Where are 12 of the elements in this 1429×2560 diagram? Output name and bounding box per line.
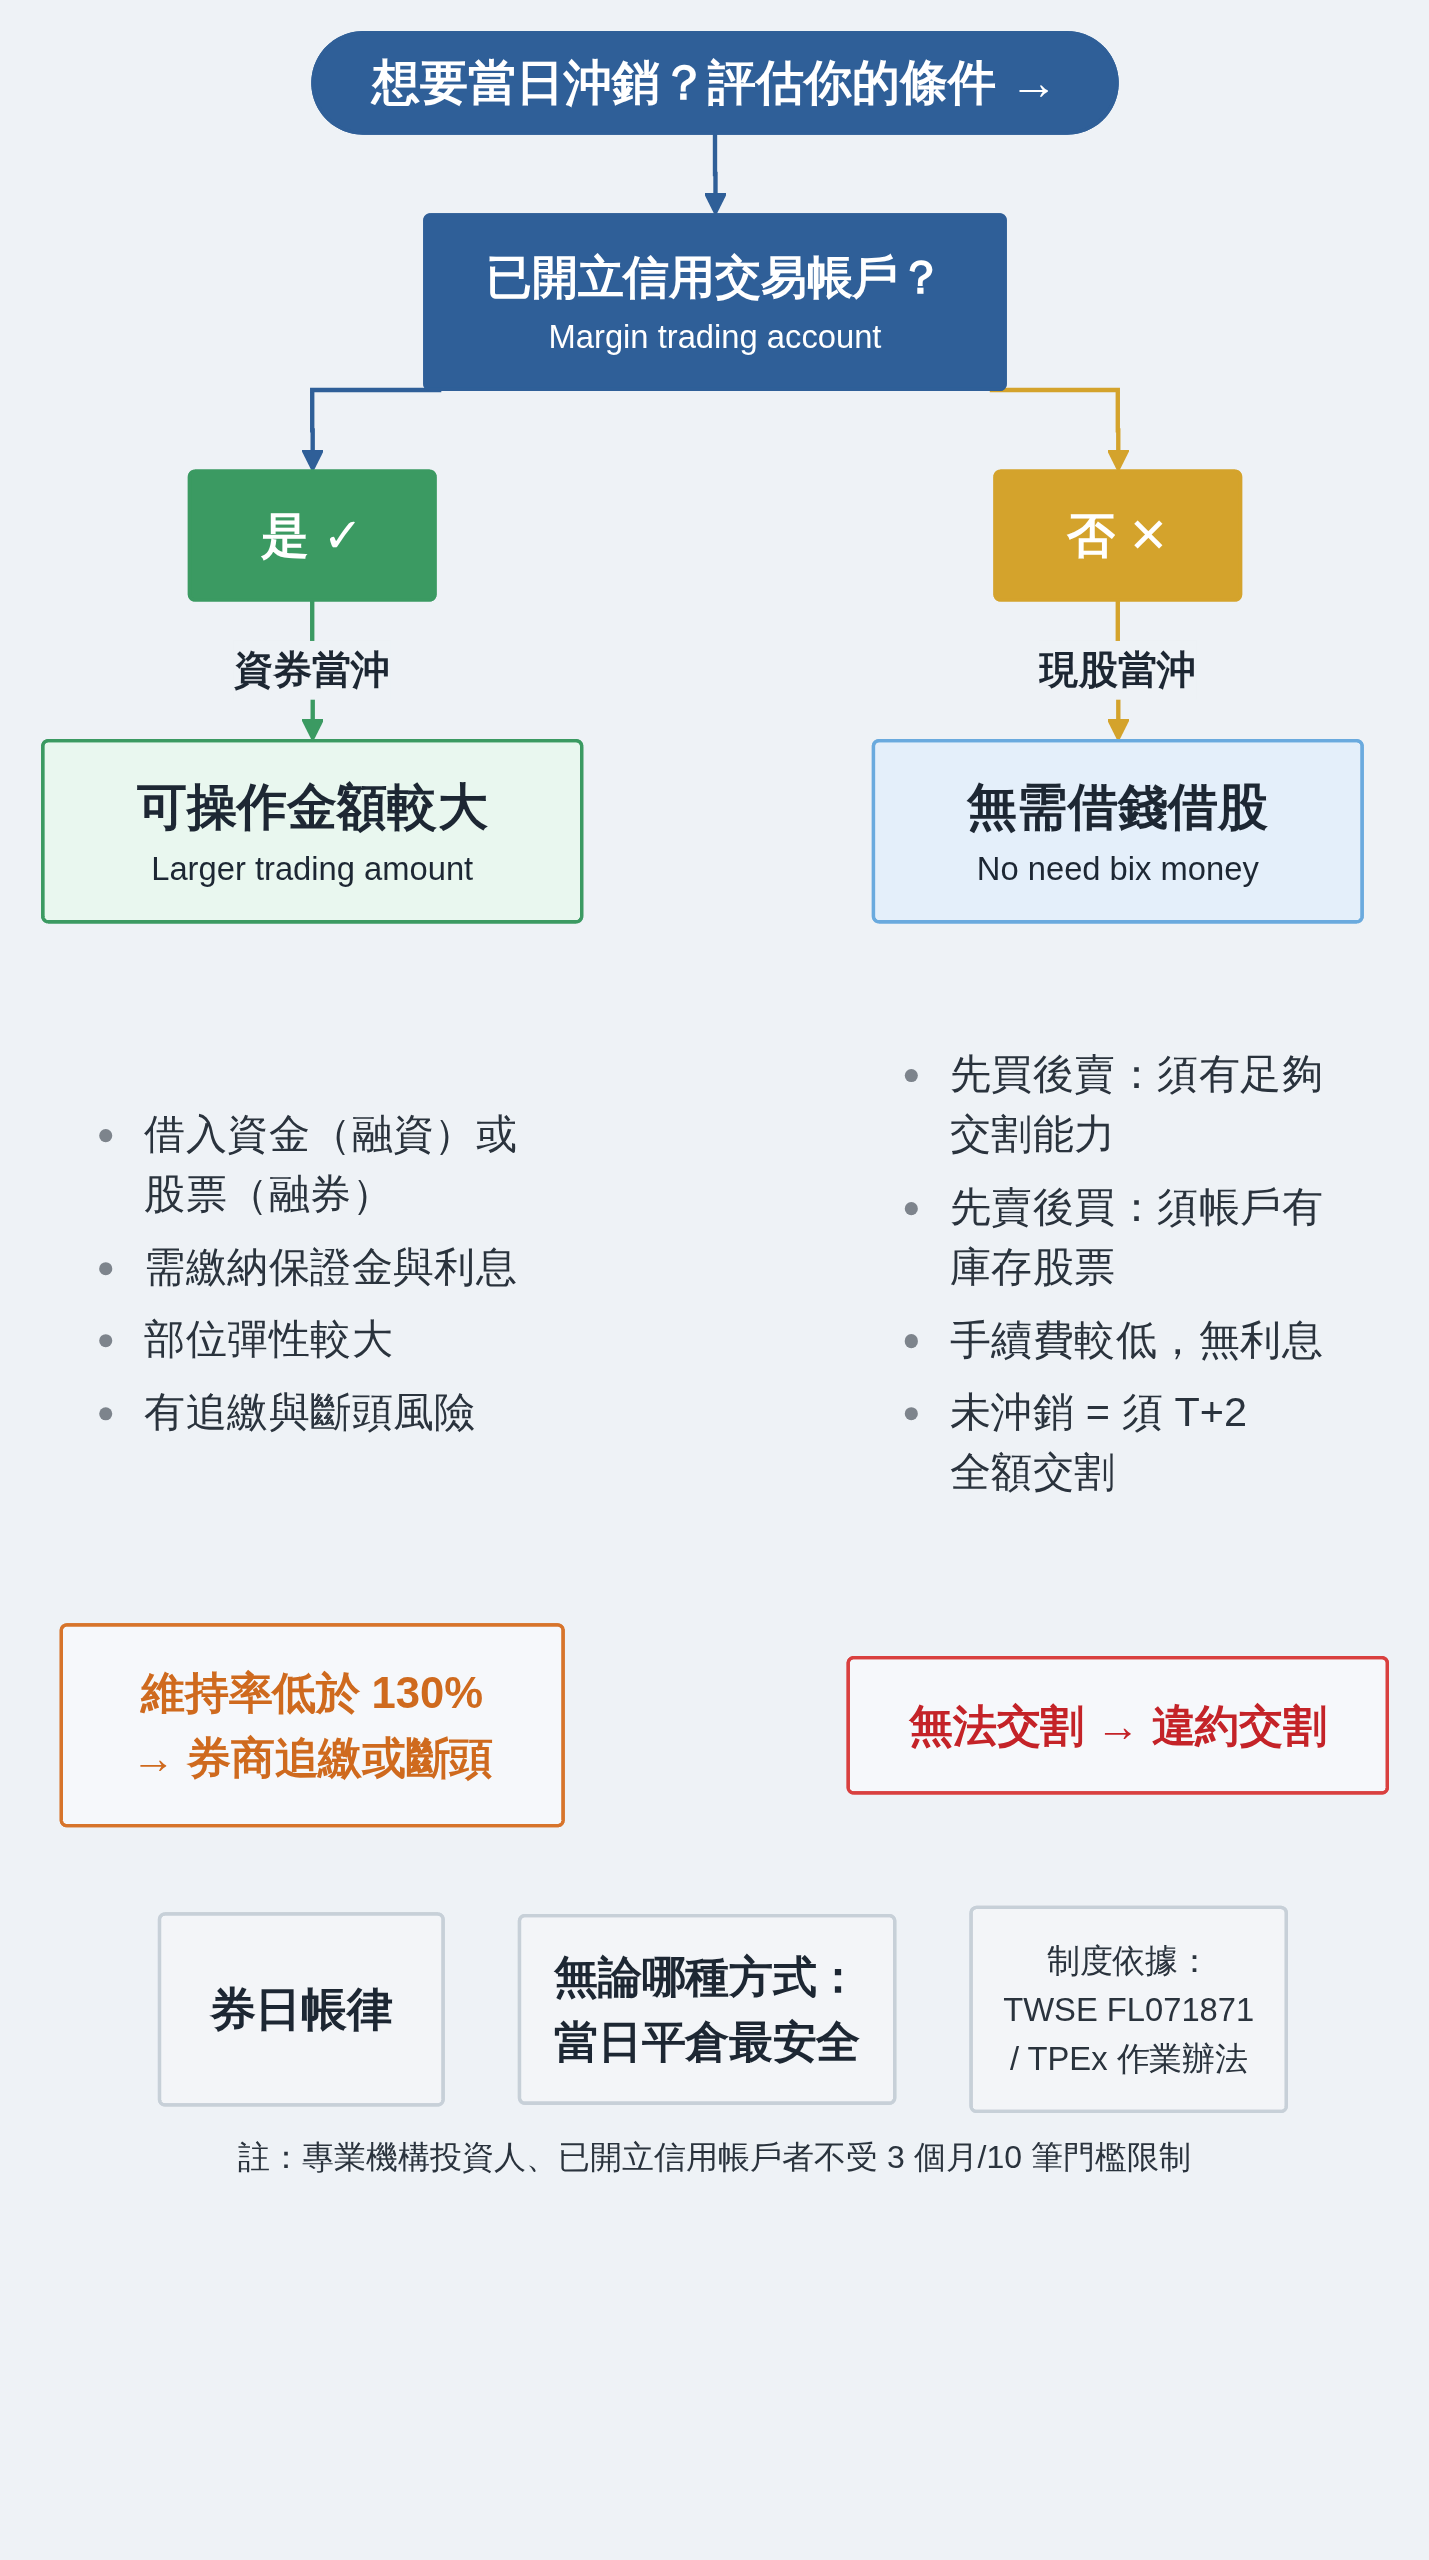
bullet-item: 部位彈性較大 [89,1309,534,1370]
bullet-item: 手續費較低，無利息 [895,1309,1340,1370]
bullet-item: 借入資金（融資）或股票（融券） [89,1104,534,1225]
arrow [989,387,1130,472]
bullet-item: 有追繳與斷頭風險 [89,1382,534,1443]
bullet-item: 需繳納保證金與利息 [89,1237,534,1298]
bullet-item: 先賣後買：須帳戶有庫存股票 [895,1177,1340,1298]
bullet-item: 未沖銷 = 須 T+2 全額交割 [895,1382,1340,1503]
footnote: 註：專業機構投資人、已開立信用帳戶者不受 3 個月/10 筆門檻限制 [238,2138,1191,2178]
arrow [300,387,441,472]
bullet-item: 先買後賣：須有足夠交割能力 [895,1044,1340,1165]
edge-label: 資券當沖 [233,647,391,693]
